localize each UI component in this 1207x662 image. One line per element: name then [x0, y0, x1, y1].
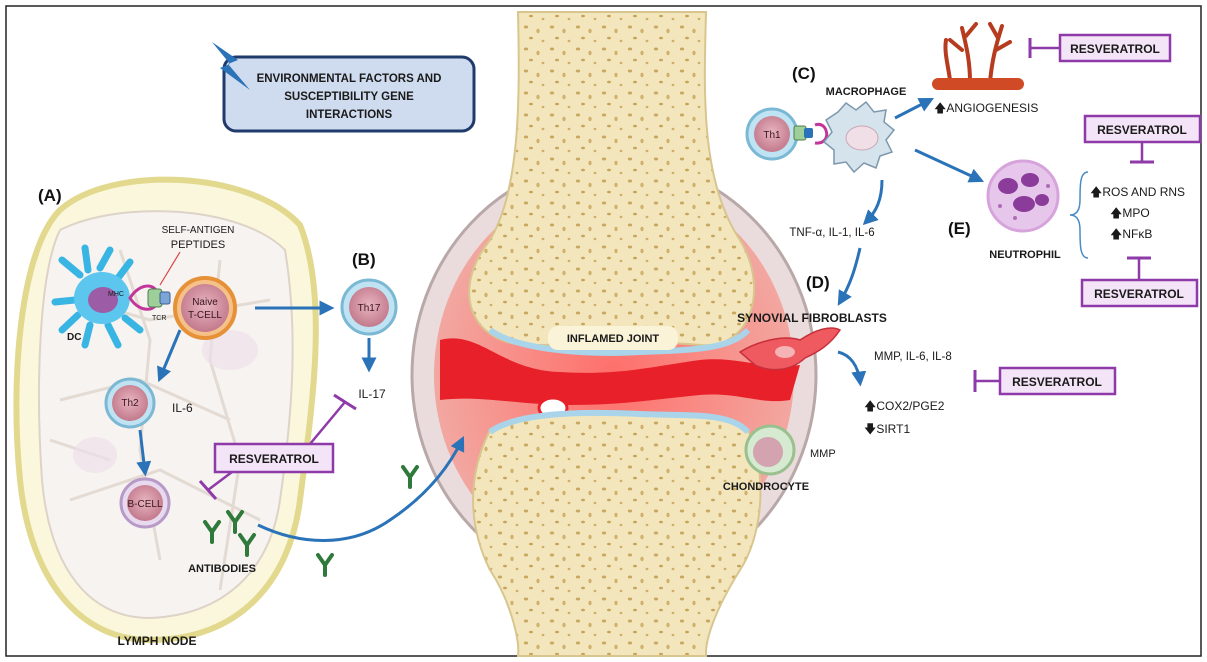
il6-label: IL-6	[172, 401, 193, 415]
chondrocyte-label: CHONDROCYTE	[723, 481, 809, 493]
env-line-1: ENVIRONMENTAL FACTORS AND	[257, 73, 442, 85]
ros-label: 🡅ROS AND RNS	[1090, 185, 1185, 199]
mpo-label: 🡅MPO	[1110, 206, 1150, 220]
th1-label: Th1	[763, 130, 781, 141]
dc-label: DC	[67, 332, 81, 343]
section-c-label: (C)	[792, 64, 816, 83]
resveratrol-label-4: RESVERATROL	[1094, 287, 1184, 301]
synovial-fibroblasts-label: SYNOVIAL FIBROBLASTS	[737, 311, 887, 325]
naive-label: Naive	[192, 297, 218, 308]
section-b-label: (B)	[352, 250, 376, 269]
peptides-label: PEPTIDES	[171, 239, 225, 251]
environmental-factors-box: ENVIRONMENTAL FACTORS AND SUSCEPTIBILITY…	[224, 57, 474, 131]
mhc-label: MHC	[108, 291, 124, 298]
antibodies-label: ANTIBODIES	[188, 563, 256, 575]
chondrocyte-mmp-label: MMP	[810, 448, 836, 460]
self-antigen-label: SELF-ANTIGEN	[162, 225, 235, 236]
lymph-node	[16, 180, 315, 640]
t-cell-label: T-CELL	[188, 310, 222, 321]
cytokines-label: TNF-α, IL-1, IL-6	[789, 227, 874, 239]
resveratrol-label-5: RESVERATROL	[1012, 375, 1102, 389]
chondrocyte	[746, 426, 794, 474]
angiogenesis-label: 🡅ANGIOGENESIS	[934, 101, 1038, 115]
cox2-label: 🡅COX2/PGE2	[864, 399, 945, 413]
b-cell-label: B-CELL	[127, 499, 162, 510]
tcr-label: TCR	[152, 315, 166, 322]
blood-vessel-trunk	[932, 78, 1024, 90]
lymph-node-label: LYMPH NODE	[118, 634, 197, 648]
th2-label: Th2	[121, 398, 139, 409]
mmp-il-label: MMP, IL-6, IL-8	[874, 351, 952, 363]
nfkb-label: 🡅NFκB	[1110, 227, 1152, 241]
il17-label: IL-17	[358, 387, 386, 401]
section-e-label: (E)	[948, 219, 971, 238]
section-d-label: (D)	[806, 273, 830, 292]
neutrophil-label: NEUTROPHIL	[989, 249, 1061, 261]
section-a-label: (A)	[38, 186, 62, 205]
sirt1-label: 🡇SIRT1	[864, 422, 910, 436]
inflamed-joint-label: INFLAMED JOINT	[567, 333, 660, 345]
neutrophil-cell	[988, 161, 1058, 231]
naive-t-cell	[175, 278, 235, 338]
env-line-3: INTERACTIONS	[306, 109, 393, 121]
th17-label: Th17	[358, 303, 381, 314]
macrophage-label: MACROPHAGE	[826, 86, 907, 98]
env-line-2: SUSCEPTIBILITY GENE	[284, 91, 414, 103]
resveratrol-label-3: RESVERATROL	[1097, 123, 1187, 137]
resveratrol-label-1: RESVERATROL	[229, 452, 319, 466]
resveratrol-label-2: RESVERATROL	[1070, 42, 1160, 56]
